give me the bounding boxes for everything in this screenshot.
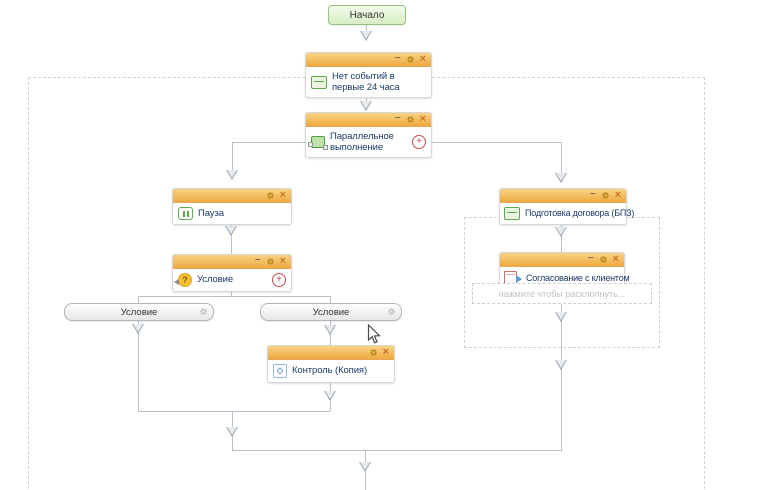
connector-arrowhead	[323, 325, 337, 335]
block-title: Контроль (Копия)	[292, 365, 368, 377]
connector-line	[232, 142, 305, 143]
event-mail-icon	[311, 75, 327, 89]
connector-arrowhead	[131, 324, 145, 334]
block-control[interactable]: × Контроль (Копия)	[267, 345, 395, 383]
connector-line	[138, 318, 139, 411]
minimize-icon[interactable]: –	[395, 112, 401, 123]
connector-line	[561, 303, 562, 450]
pause-icon	[178, 207, 193, 220]
connector-arrowhead	[358, 462, 372, 472]
connector-arrowhead	[554, 227, 568, 237]
block-body: Пауза	[173, 203, 291, 224]
block-header: – ×	[500, 253, 624, 267]
block-header: – ×	[173, 255, 291, 269]
close-icon[interactable]: ×	[279, 255, 286, 267]
connector-arrowhead	[359, 101, 373, 111]
connector-arrowhead	[554, 312, 568, 322]
connector-line	[138, 296, 139, 303]
mouse-cursor-icon	[367, 323, 382, 350]
block-title: Подготовка договора (БПЗ)	[525, 208, 635, 219]
connector-line	[138, 296, 330, 297]
question-mark-icon: ?	[174, 273, 192, 287]
block-pause[interactable]: × Пауза	[172, 188, 292, 225]
connector-arrowhead	[225, 170, 239, 180]
settings-gear-icon[interactable]	[266, 191, 275, 200]
connector-arrowhead	[323, 391, 337, 401]
block-body: ? Условие +	[173, 269, 291, 291]
settings-gear-icon[interactable]	[599, 255, 608, 264]
minimize-icon[interactable]: –	[588, 252, 594, 263]
block-header: – ×	[500, 189, 626, 203]
parallel-execution-icon	[308, 136, 328, 151]
connector-arrowhead	[554, 360, 568, 370]
settings-gear-icon[interactable]	[406, 55, 415, 64]
branch-label: Условие	[120, 306, 158, 318]
connector-line	[231, 222, 232, 254]
control-record-icon	[273, 364, 287, 378]
settings-gear-icon[interactable]	[199, 307, 208, 316]
close-icon[interactable]: ×	[419, 53, 426, 65]
block-no-events[interactable]: – × Нет событий в первые 24 часа	[305, 52, 432, 99]
block-body: Согласование с клиентом	[500, 267, 630, 289]
block-header: ×	[173, 189, 291, 203]
block-title: Параллельное выполнение	[330, 131, 394, 154]
settings-gear-icon[interactable]	[601, 191, 610, 200]
close-icon[interactable]: ×	[279, 189, 286, 201]
block-body: Нет событий в первые 24 часа	[306, 67, 431, 97]
block-parallel[interactable]: – × Параллельное выполнение +	[305, 112, 432, 159]
connector-line	[330, 296, 331, 303]
connector-line	[232, 142, 233, 170]
start-node[interactable]: Начало	[328, 5, 406, 25]
connector-arrowhead	[554, 173, 568, 183]
settings-gear-icon[interactable]	[266, 257, 275, 266]
connector-line	[232, 450, 562, 451]
block-title: Согласование с клиентом	[526, 272, 630, 283]
block-title: Нет событий в первые 24 часа	[332, 71, 400, 94]
add-branch-icon[interactable]: +	[412, 135, 426, 150]
block-contract[interactable]: – × Подготовка договора (БПЗ)	[499, 188, 634, 225]
close-icon[interactable]: ×	[419, 113, 426, 125]
expand-hint-label: нажмите чтобы расхлопнуть...	[498, 288, 626, 299]
block-header: ×	[268, 346, 394, 360]
connector-arrowhead	[359, 31, 373, 41]
condition-branch-left[interactable]: Условие	[64, 303, 214, 321]
connector-arrowhead	[224, 226, 238, 236]
minimize-icon[interactable]: –	[255, 254, 261, 265]
block-body: Параллельное выполнение +	[306, 127, 431, 157]
close-icon[interactable]: ×	[612, 253, 619, 265]
connector-arrowhead	[225, 427, 239, 437]
minimize-icon[interactable]: –	[590, 188, 596, 199]
block-title: Условие	[197, 274, 234, 286]
block-header: – ×	[306, 53, 431, 67]
connector-line	[138, 411, 330, 412]
minimize-icon[interactable]: –	[395, 52, 401, 63]
close-icon[interactable]: ×	[614, 189, 621, 201]
connector-line	[561, 222, 562, 252]
connector-line	[231, 288, 232, 296]
document-box-icon	[504, 207, 520, 220]
add-branch-icon[interactable]: +	[272, 273, 286, 287]
connector-line	[430, 142, 561, 143]
settings-gear-icon[interactable]	[387, 307, 396, 316]
start-node-label: Начало	[349, 9, 385, 21]
branch-label: Условие	[312, 306, 350, 318]
block-body: Контроль (Копия)	[268, 360, 394, 382]
collapsed-group-expand-strip[interactable]: нажмите чтобы расхлопнуть...	[472, 283, 652, 304]
connector-line	[366, 24, 367, 31]
connector-line	[561, 142, 562, 173]
settings-gear-icon[interactable]	[369, 348, 378, 357]
condition-branch-right[interactable]: Условие	[260, 303, 402, 321]
close-icon[interactable]: ×	[382, 346, 389, 358]
settings-gear-icon[interactable]	[406, 115, 415, 124]
block-title: Пауза	[198, 207, 224, 219]
block-condition[interactable]: – × ? Условие +	[172, 254, 292, 292]
block-body: Подготовка договора (БПЗ)	[500, 203, 634, 224]
block-header: – ×	[306, 113, 431, 127]
